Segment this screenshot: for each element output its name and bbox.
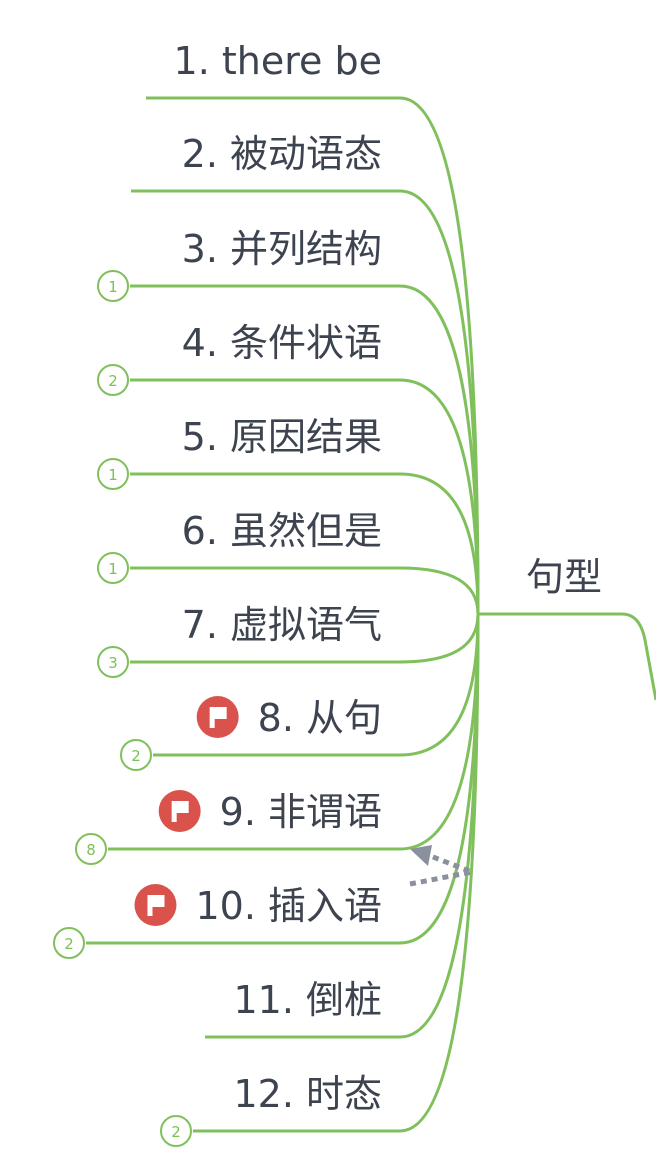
count-text: 8 xyxy=(86,841,96,859)
flag-icon xyxy=(134,884,177,926)
topic-label[interactable]: 4. 条件状语 xyxy=(182,321,382,365)
topic-label[interactable]: 5. 原因结果 xyxy=(182,415,382,459)
topic-6[interactable]: 6. 虽然但是 1 xyxy=(97,509,480,615)
branch-line xyxy=(193,613,480,1133)
topic-5[interactable]: 5. 原因结果 1 xyxy=(97,415,480,615)
topic-label[interactable]: 8. 从句 xyxy=(258,696,382,740)
topic-2[interactable]: 2. 被动语态 xyxy=(131,132,480,615)
count-text: 1 xyxy=(108,278,118,296)
count-text: 2 xyxy=(108,372,118,390)
collapse-count-badge[interactable]: 2 xyxy=(160,1115,192,1147)
branch-line xyxy=(130,378,480,615)
collapse-count-badge[interactable]: 1 xyxy=(97,270,129,302)
flag-icon xyxy=(196,696,239,738)
topic-7[interactable]: 7. 虚拟语气 3 xyxy=(97,603,480,678)
topic-label[interactable]: 12. 时态 xyxy=(233,1072,382,1116)
central-topic[interactable]: 句型 xyxy=(526,555,602,599)
relationship-arrow[interactable] xyxy=(409,845,482,887)
flag-icon xyxy=(158,790,201,832)
collapse-count-badge[interactable]: 2 xyxy=(120,739,152,771)
count-text: 1 xyxy=(108,466,118,484)
topic-label[interactable]: 3. 并列结构 xyxy=(182,227,382,271)
count-text: 2 xyxy=(171,1123,181,1141)
topic-label[interactable]: 6. 虽然但是 xyxy=(182,509,382,553)
count-text: 1 xyxy=(108,560,118,578)
collapse-count-badge[interactable]: 8 xyxy=(75,833,107,865)
count-text: 2 xyxy=(131,747,141,765)
topic-label[interactable]: 10. 插入语 xyxy=(195,884,382,928)
topic-label[interactable]: 7. 虚拟语气 xyxy=(182,603,382,647)
central-connector xyxy=(478,612,656,701)
topic-12[interactable]: 12. 时态 2 xyxy=(160,613,480,1147)
count-text: 2 xyxy=(64,935,74,953)
count-text: 3 xyxy=(108,654,118,672)
topic-3[interactable]: 3. 并列结构 1 xyxy=(97,227,480,615)
topic-label[interactable]: 1. there be xyxy=(174,39,382,83)
topic-label[interactable]: 9. 非谓语 xyxy=(220,790,382,834)
branch-line xyxy=(130,284,480,615)
branch-line xyxy=(130,566,480,615)
topic-label[interactable]: 2. 被动语态 xyxy=(182,132,382,176)
collapse-count-badge[interactable]: 1 xyxy=(97,458,129,490)
collapse-count-badge[interactable]: 3 xyxy=(97,646,129,678)
collapse-count-badge[interactable]: 2 xyxy=(53,927,85,959)
collapse-count-badge[interactable]: 1 xyxy=(97,552,129,584)
topic-label[interactable]: 11. 倒桩 xyxy=(233,978,382,1022)
branch-line xyxy=(130,472,480,615)
collapse-count-badge[interactable]: 2 xyxy=(97,364,129,396)
arrowhead-icon xyxy=(410,845,432,866)
topic-4[interactable]: 4. 条件状语 2 xyxy=(97,321,480,615)
